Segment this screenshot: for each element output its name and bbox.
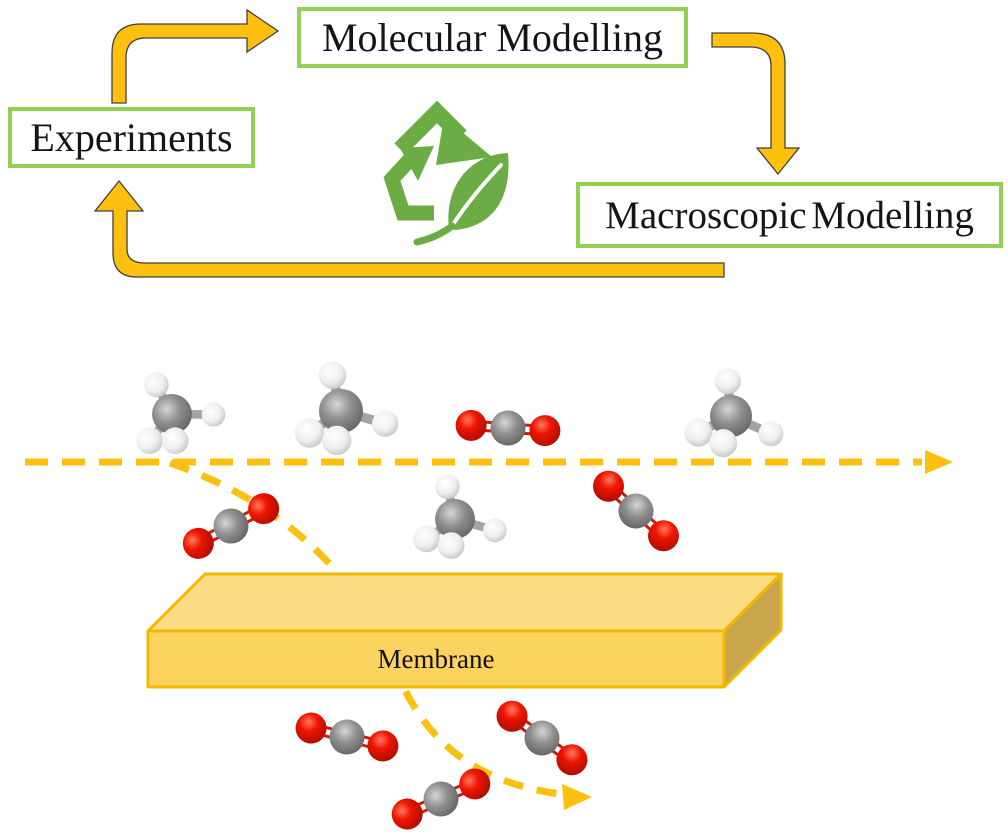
macroscopic-modelling-label: Macroscopic Modelling: [605, 193, 974, 237]
co2-molecule: [496, 700, 588, 776]
membrane-label: Membrane: [377, 643, 495, 674]
molecular-modelling-label: Molecular Modelling: [321, 15, 664, 60]
ch4-molecule: [294, 361, 399, 456]
molecules-layer: [136, 361, 784, 830]
co2-molecule: [295, 712, 399, 762]
experiments-label: Experiments: [30, 115, 233, 160]
arrow-molecular-to-macroscopic: [711, 32, 801, 176]
recycle-leaf-icon: [383, 100, 509, 246]
co2-molecule: [455, 409, 561, 447]
co2-molecule: [182, 493, 280, 559]
molecular-modelling-box: Molecular Modelling: [297, 7, 688, 68]
arrow-experiments-to-molecular: [111, 8, 280, 104]
ch4-molecule: [136, 372, 226, 454]
ch4-molecule: [684, 368, 784, 458]
co2-molecule: [593, 470, 679, 552]
macroscopic-modelling-box: Macroscopic Modelling: [576, 182, 1003, 248]
arrow-macroscopic-to-experiments: [93, 179, 725, 278]
membrane-front-face: [146, 629, 726, 689]
membrane-top-face: [146, 572, 783, 633]
experiments-box: Experiments: [8, 107, 255, 168]
membrane-slab: [146, 572, 783, 689]
co2-molecule: [391, 768, 491, 830]
feed-retentate-flow-arrow: [25, 450, 953, 474]
ch4-molecule: [413, 474, 507, 559]
